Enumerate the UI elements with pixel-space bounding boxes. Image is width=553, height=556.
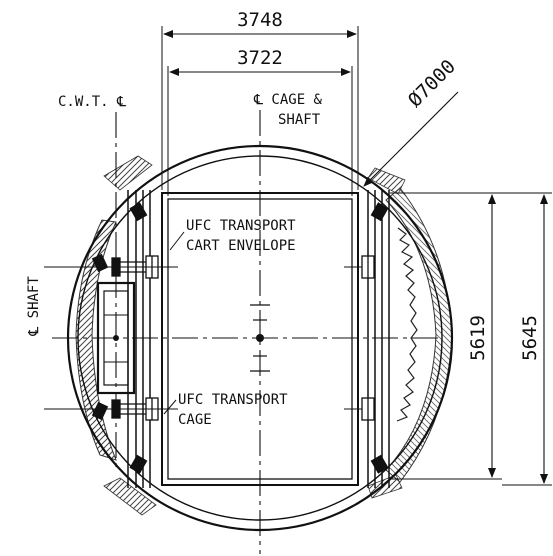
bracket-bottom-left [129,454,148,474]
rock-hatch-lower-right [367,474,403,499]
annotation-labels: C.W.T. ℄ ℄ CAGE & SHAFT UFC TRANSPORT CA… [26,92,323,428]
rock-face-serrated [396,227,418,422]
dim-3722-label: 3722 [237,47,283,69]
center-marker [250,304,270,372]
cart-envelope-label-line1: UFC TRANSPORT [186,218,296,234]
bracket-top-left [129,202,148,222]
dimension-cage-depth: 5619 [390,192,502,480]
dim-5619-label: 5619 [467,315,489,361]
cart-envelope-label-line2: CART ENVELOPE [186,238,296,254]
dim-5645-label: 5645 [519,315,541,361]
transport-cage-label-line2: CAGE [178,412,212,428]
cwt-centerline-label: C.W.T. ℄ [58,94,126,110]
center-lines [44,110,440,554]
transport-cage-leader [163,399,177,415]
shoe-right-lower [344,397,375,421]
cage-shaft-centerline-label-line1: ℄ CAGE & [253,92,323,108]
shoe-right-upper [344,255,375,279]
dimension-diameter: Ø7000 [363,56,460,187]
dimension-overall-depth: 5645 [502,192,552,486]
rock-hatch-left [75,219,117,461]
guide-rails [127,190,390,488]
rock-hatch-lower-left [103,477,157,516]
dimension-overall-width: 3748 [161,9,359,190]
transport-cage-label-line1: UFC TRANSPORT [178,392,288,408]
bracket-bottom-right [370,454,389,474]
cart-envelope-leader [169,231,185,251]
rock-hatch-upper-left [103,155,153,191]
bracket-top-right [370,202,389,222]
shaft-centerline-label: ℄ SHAFT [26,276,42,337]
cage-shaft-centerline-label-line2: SHAFT [278,112,321,128]
rock-hatch-upper-right [367,167,406,195]
dimension-cage-width: 3722 [167,47,353,196]
dim-3748-label: 3748 [237,9,283,31]
dim-diameter-label: Ø7000 [404,56,460,112]
